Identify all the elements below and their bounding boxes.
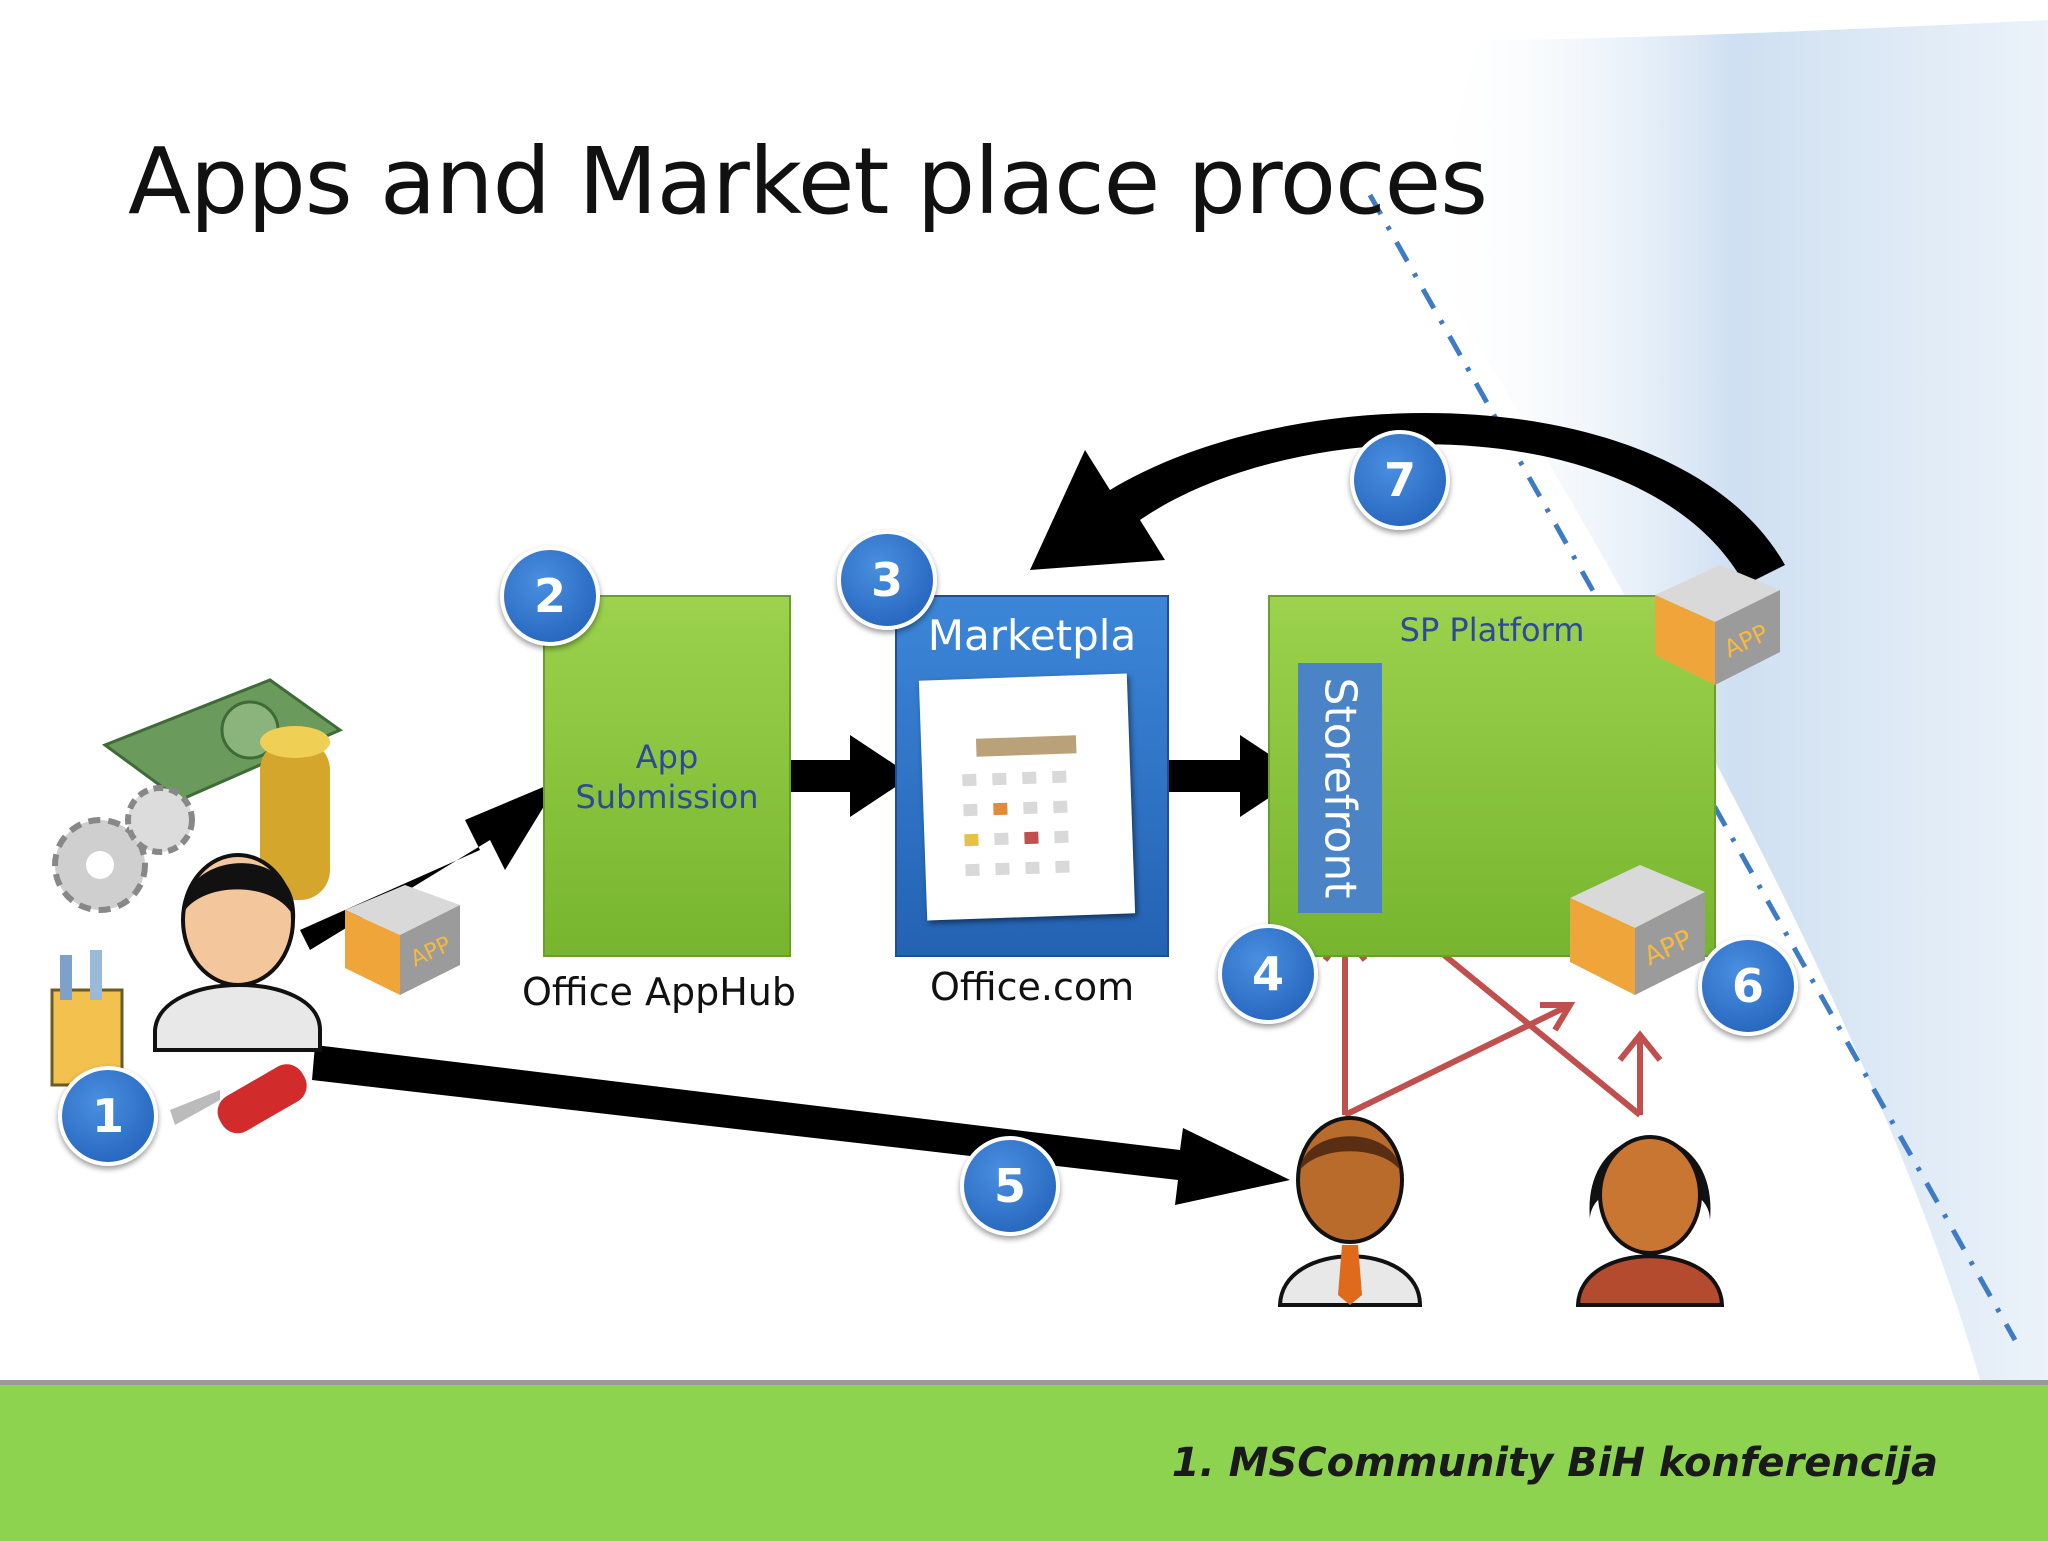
app-submission-box: App Submission <box>543 595 791 957</box>
sp-platform-label: SP Platform <box>1399 611 1585 649</box>
gear-icon <box>125 785 195 855</box>
storefront-panel: Storefront <box>1298 663 1382 913</box>
step-badge-4: 4 <box>1218 924 1318 1024</box>
customer-male-icon <box>1277 1116 1423 1307</box>
customer-female-icon <box>1575 1135 1725 1307</box>
marketplace-box: Marketpla <box>895 595 1169 957</box>
step-badge-5: 5 <box>960 1136 1060 1236</box>
storefront-label: Storefront <box>1314 677 1366 899</box>
step-badge-1: 1 <box>58 1066 158 1166</box>
app-package-icon: APP <box>1570 865 1705 995</box>
office-apphub-caption: Office AppHub <box>522 970 797 1014</box>
marketplace-screenshot <box>918 673 1136 921</box>
marketplace-label: Marketpla <box>927 611 1137 660</box>
arrow-to-storefront <box>1150 735 1302 817</box>
step-badge-3: 3 <box>837 530 937 630</box>
step-badge-2: 2 <box>500 546 600 646</box>
footer-text: 1. MSCommunity BiH konferencija <box>1171 1440 1938 1486</box>
app-package-icon: APP <box>1655 565 1780 685</box>
arrow-feedback <box>1030 412 1785 585</box>
developer-person-icon <box>153 853 322 1052</box>
step-badge-7: 7 <box>1350 430 1450 530</box>
coins-icon <box>260 726 330 900</box>
arrow-to-customer <box>312 1045 1290 1205</box>
app-package-icon: APP <box>345 885 460 995</box>
toolbox-icon <box>50 950 124 1087</box>
arrow-to-marketplace <box>760 735 912 817</box>
office-com-caption: Office.com <box>930 965 1135 1009</box>
slide-title: Apps and Market place proces <box>128 128 1488 235</box>
step-badge-6: 6 <box>1698 936 1798 1036</box>
app-submission-label-2: Submission <box>575 778 759 816</box>
swiss-knife-icon <box>170 1064 307 1134</box>
footer-bar <box>0 1380 2048 1541</box>
app-submission-label-1: App <box>635 738 699 776</box>
